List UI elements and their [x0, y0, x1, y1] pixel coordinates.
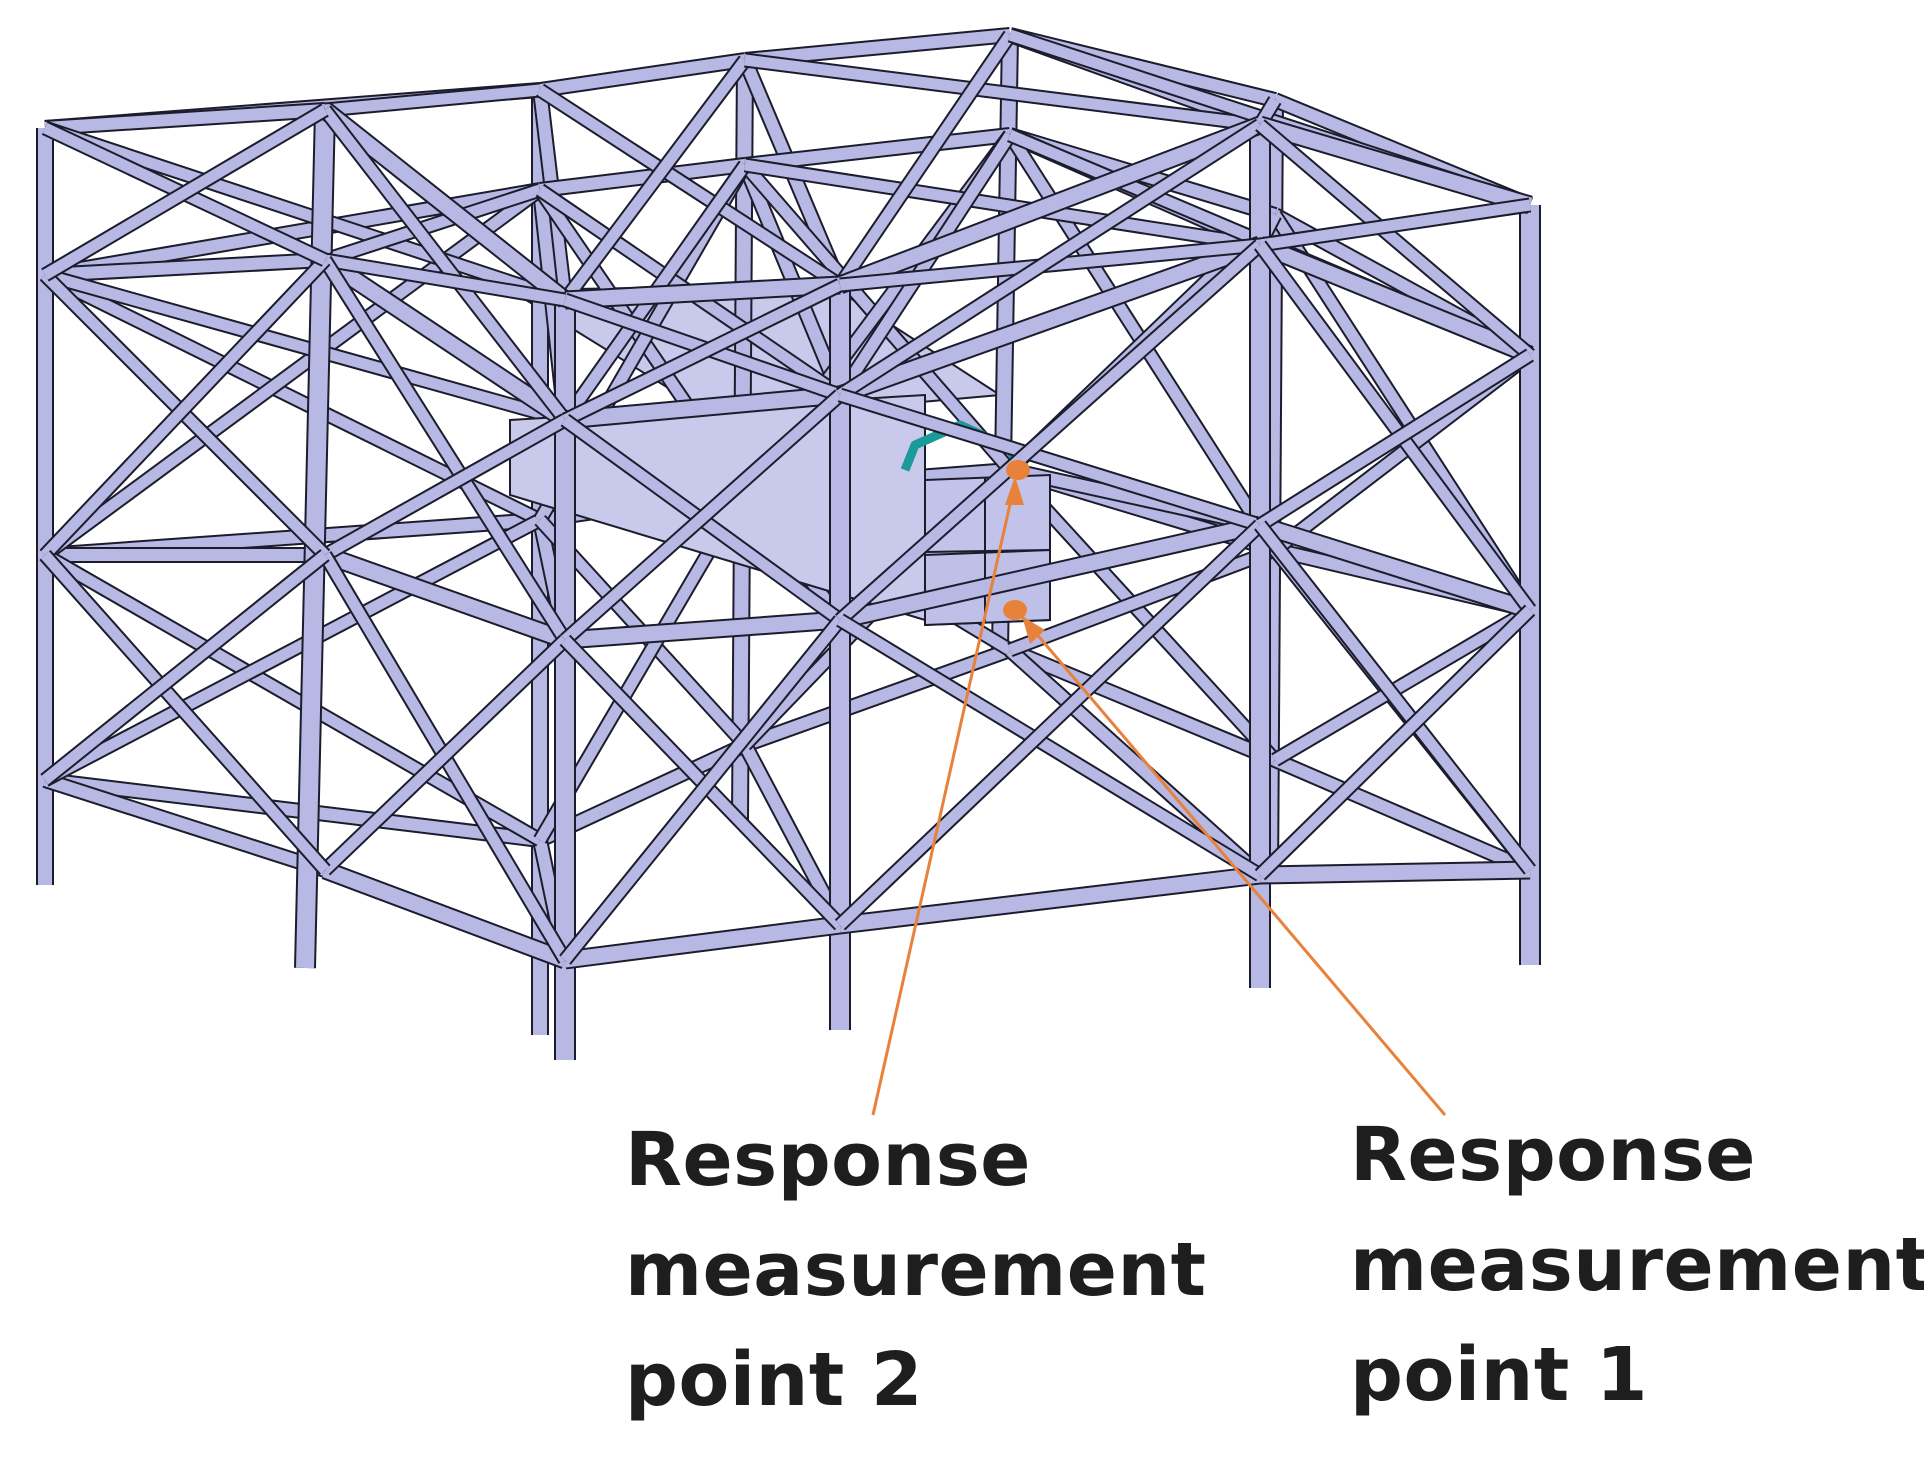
beam-BC-1 [320, 253, 570, 427]
top-brace-low-0 [43, 269, 567, 426]
top-brace-low-1 [323, 184, 542, 266]
brace-CB01 [324, 254, 566, 306]
brace-ED01 [837, 120, 1263, 400]
beam-GE-3 [1005, 645, 1265, 880]
brace-EF01 [1256, 120, 1534, 360]
beam-AB-3 [43, 774, 327, 876]
beam-AI-3 [44, 774, 541, 846]
brace-BC12 [320, 257, 570, 643]
arrowhead-point-2 [1005, 476, 1024, 505]
beam-JF-3 [1272, 754, 1533, 876]
label-line: measurement [1350, 1222, 1924, 1308]
brace-FE23 [1256, 606, 1534, 879]
beam-BC-2 [322, 547, 568, 648]
beam-HG-1 [744, 129, 1011, 171]
beam-HG-0 [744, 29, 1011, 66]
brace-FJ23 [1272, 605, 1533, 765]
top-brace-4 [744, 54, 1261, 131]
leader-line-point-1 [1016, 611, 1447, 1116]
beam-HG-3 [742, 644, 1013, 751]
beam-CD-0 [564, 277, 841, 308]
label-line: Response [1350, 1112, 1756, 1198]
top-brace-2 [537, 85, 843, 290]
arrowhead-point-1 [1022, 616, 1045, 644]
beam-AB-1 [44, 254, 326, 281]
brace-EF12 [1255, 241, 1535, 614]
brace-FE12 [1257, 350, 1533, 530]
top-brace-3 [560, 56, 750, 304]
brace-DC23 [560, 616, 845, 964]
beam-HD-3 [739, 742, 846, 928]
top-brace-low-5 [835, 131, 1015, 399]
measurement-point-2-label: Response measurement point 2 [625, 1105, 1207, 1435]
box-divider [924, 549, 1051, 553]
top-brace-0 [43, 122, 567, 306]
brace-EF23 [1255, 521, 1535, 874]
label-line: measurement [625, 1227, 1207, 1313]
beam-DE-1 [837, 237, 1263, 403]
brace-BA23 [41, 550, 329, 785]
brace-DE12 [838, 389, 1262, 531]
brace-DC12 [561, 390, 844, 645]
label-line: Response [625, 1117, 1031, 1203]
brace-GJ23 [1005, 466, 1280, 764]
brace-IA23 [42, 515, 543, 785]
brace-JG23 [1008, 544, 1277, 656]
leader-line-point-2 [871, 481, 1017, 1116]
top-brace-5 [835, 31, 1015, 289]
label-line: point 2 [625, 1337, 923, 1423]
beam-CD-1 [564, 387, 841, 428]
brace-DC01 [562, 280, 843, 425]
brace-DE23 [837, 615, 1263, 880]
beam-AB-0 [44, 104, 326, 134]
beam-BC-0 [320, 104, 570, 306]
beam-DE-2 [838, 517, 1262, 628]
brace-BA01 [42, 105, 328, 280]
beam-EF-0 [1257, 117, 1533, 213]
brace-ED12 [836, 240, 1264, 625]
beam-DE-3 [839, 867, 1261, 933]
label-line: point 1 [1350, 1332, 1648, 1418]
measurement-point-1-marker [1003, 600, 1027, 620]
brace-BC01 [320, 106, 570, 424]
brace-IA12 [41, 185, 544, 560]
beam-BC-3 [322, 862, 568, 968]
brace-BA12 [41, 256, 329, 559]
brace-CB23 [321, 636, 569, 874]
beam-GJ-3 [1007, 644, 1278, 766]
brace-CB12 [322, 415, 568, 560]
beam-EF-1 [1257, 238, 1533, 362]
measurement-point-2-marker [1006, 460, 1030, 480]
measurement-point-1-label: Response measurement point 1 [1350, 1100, 1924, 1430]
beam-EF-2 [1257, 517, 1533, 618]
beam-EF-3 [1259, 862, 1531, 883]
top-brace-low-4 [744, 159, 1261, 251]
brace-AB23 [40, 551, 330, 874]
beam-CD-2 [564, 612, 841, 648]
beam-CD-3 [564, 917, 841, 968]
beam-IH-1 [539, 159, 746, 196]
brace-ED23 [836, 521, 1264, 929]
beam-DE-0 [837, 117, 1263, 293]
top-brace-1 [324, 84, 541, 116]
brace-FE01 [1259, 199, 1531, 251]
beam-IH-0 [539, 54, 746, 96]
